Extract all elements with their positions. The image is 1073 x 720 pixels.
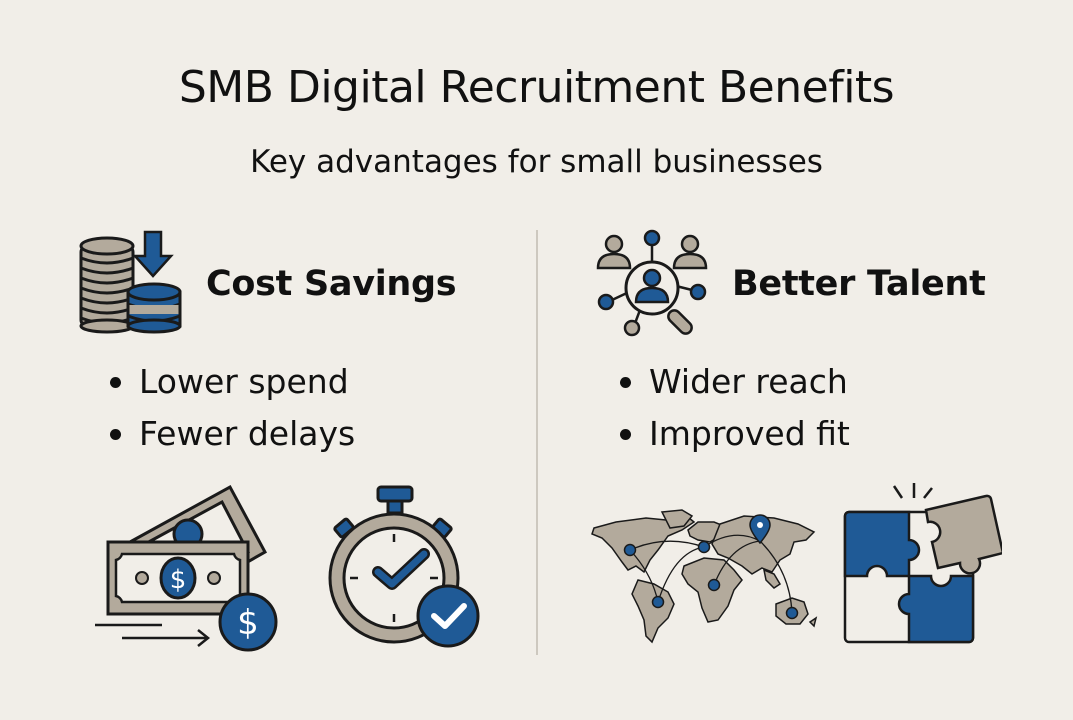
world-map-network-icon (588, 508, 818, 648)
column-divider (536, 230, 538, 655)
better-talent-list: Wider reach Improved fit (620, 356, 850, 460)
list-item: Lower spend (110, 356, 355, 408)
section-title: Cost Savings (206, 264, 457, 304)
svg-text:$: $ (237, 603, 259, 643)
coin-stack-down-arrow-icon (78, 228, 184, 334)
section-title: Better Talent (732, 264, 986, 304)
bullet-icon (620, 428, 631, 440)
stopwatch-check-icon (322, 484, 482, 649)
talent-network-search-icon (594, 228, 710, 338)
bullet-icon (110, 428, 121, 440)
list-item: Fewer delays (110, 408, 355, 460)
section-header-cost-savings: Cost Savings (206, 262, 457, 306)
page-title: SMB Digital Recruitment Benefits (178, 62, 895, 113)
money-bills-icon: $ $ (90, 482, 285, 652)
list-item: Improved fit (620, 408, 850, 460)
list-item: Wider reach (620, 356, 850, 408)
puzzle-pieces-icon (842, 480, 1002, 645)
bullet-icon (110, 376, 121, 388)
bullet-icon (620, 376, 631, 388)
section-header-better-talent: Better Talent (732, 262, 986, 306)
svg-text:$: $ (170, 565, 187, 595)
cost-savings-list: Lower spend Fewer delays (110, 356, 355, 460)
page-subtitle: Key advantages for small businesses (250, 144, 823, 180)
